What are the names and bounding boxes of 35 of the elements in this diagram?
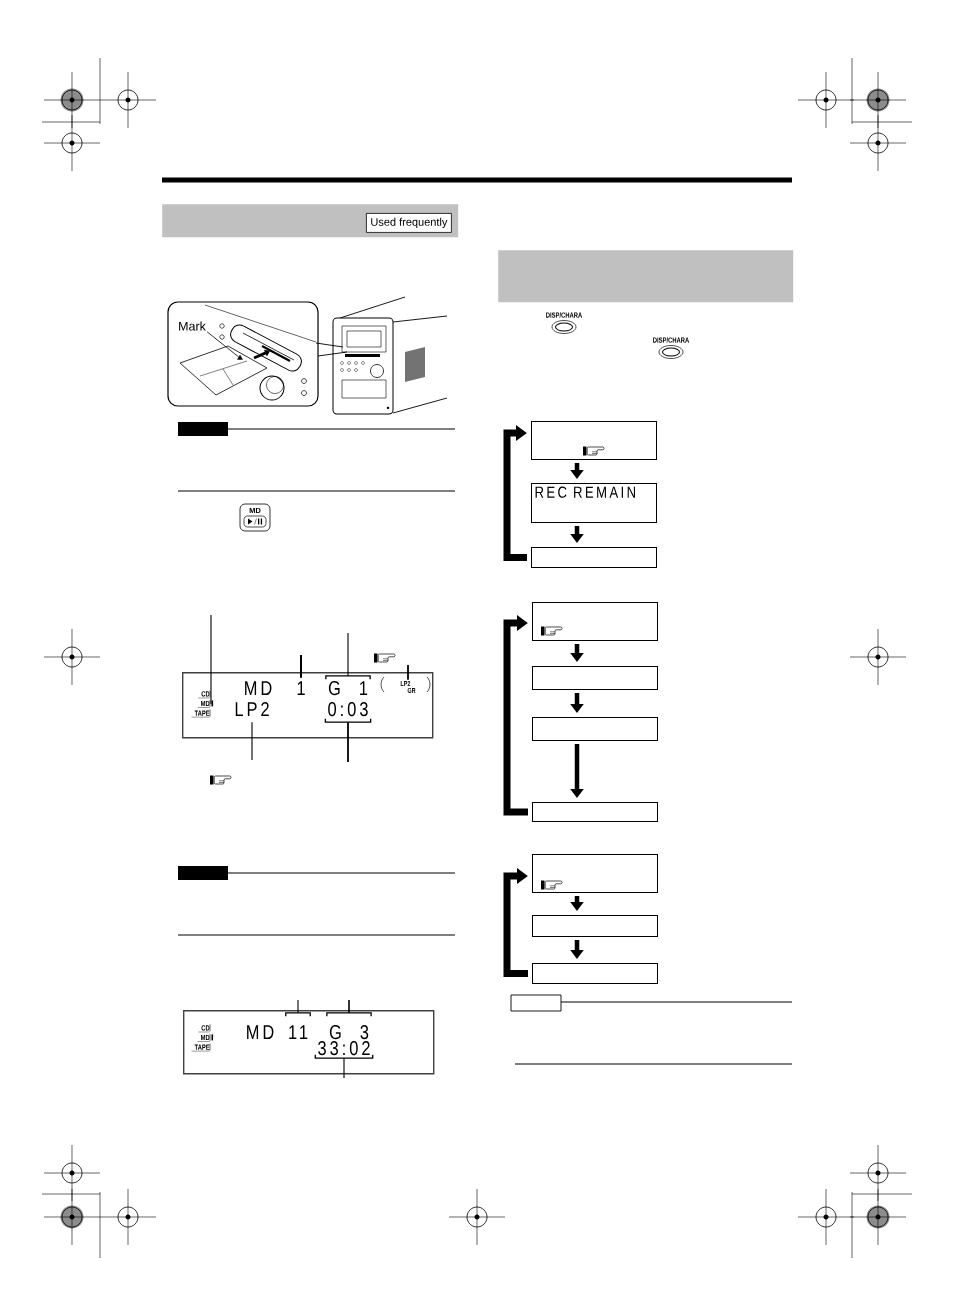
display-state-box <box>532 602 658 641</box>
group-number: G 3 <box>326 1012 372 1040</box>
leader-line <box>348 999 350 1014</box>
display-state-box <box>532 854 658 893</box>
display-state-box: REC REMAIN <box>531 483 657 523</box>
lcd-display <box>182 672 434 739</box>
card-mark <box>237 354 243 360</box>
display-state-box <box>532 666 658 690</box>
leader-line <box>206 331 240 358</box>
lcd-display <box>183 1010 435 1075</box>
elapsed-time: 0:03 <box>324 702 372 723</box>
display-state-box <box>532 802 658 822</box>
usage-badge: Used frequently <box>366 213 452 233</box>
display-state-box <box>532 963 658 984</box>
leader-line <box>300 654 302 679</box>
header-band <box>498 250 794 303</box>
elapsed-time: 33:02 <box>314 1041 374 1059</box>
group-number: G 1 <box>325 675 371 696</box>
leader-line <box>407 664 409 681</box>
display-state-box <box>532 717 658 741</box>
leader-line <box>210 614 212 705</box>
source-text: MD <box>245 681 272 695</box>
leader-line <box>251 721 253 761</box>
track-number: 1 <box>297 681 305 695</box>
leader-line <box>347 721 349 763</box>
leader-line <box>343 1057 345 1079</box>
display-state-box <box>531 547 657 568</box>
part-label: Mark <box>179 321 206 331</box>
leader-line <box>347 632 349 677</box>
source-text: MD <box>247 1025 274 1039</box>
play-mode: LP2 <box>235 702 269 716</box>
leader-line <box>297 999 299 1014</box>
track-number: 11 <box>285 1012 311 1039</box>
display-state-box <box>532 915 658 937</box>
display-state-box <box>531 421 657 460</box>
